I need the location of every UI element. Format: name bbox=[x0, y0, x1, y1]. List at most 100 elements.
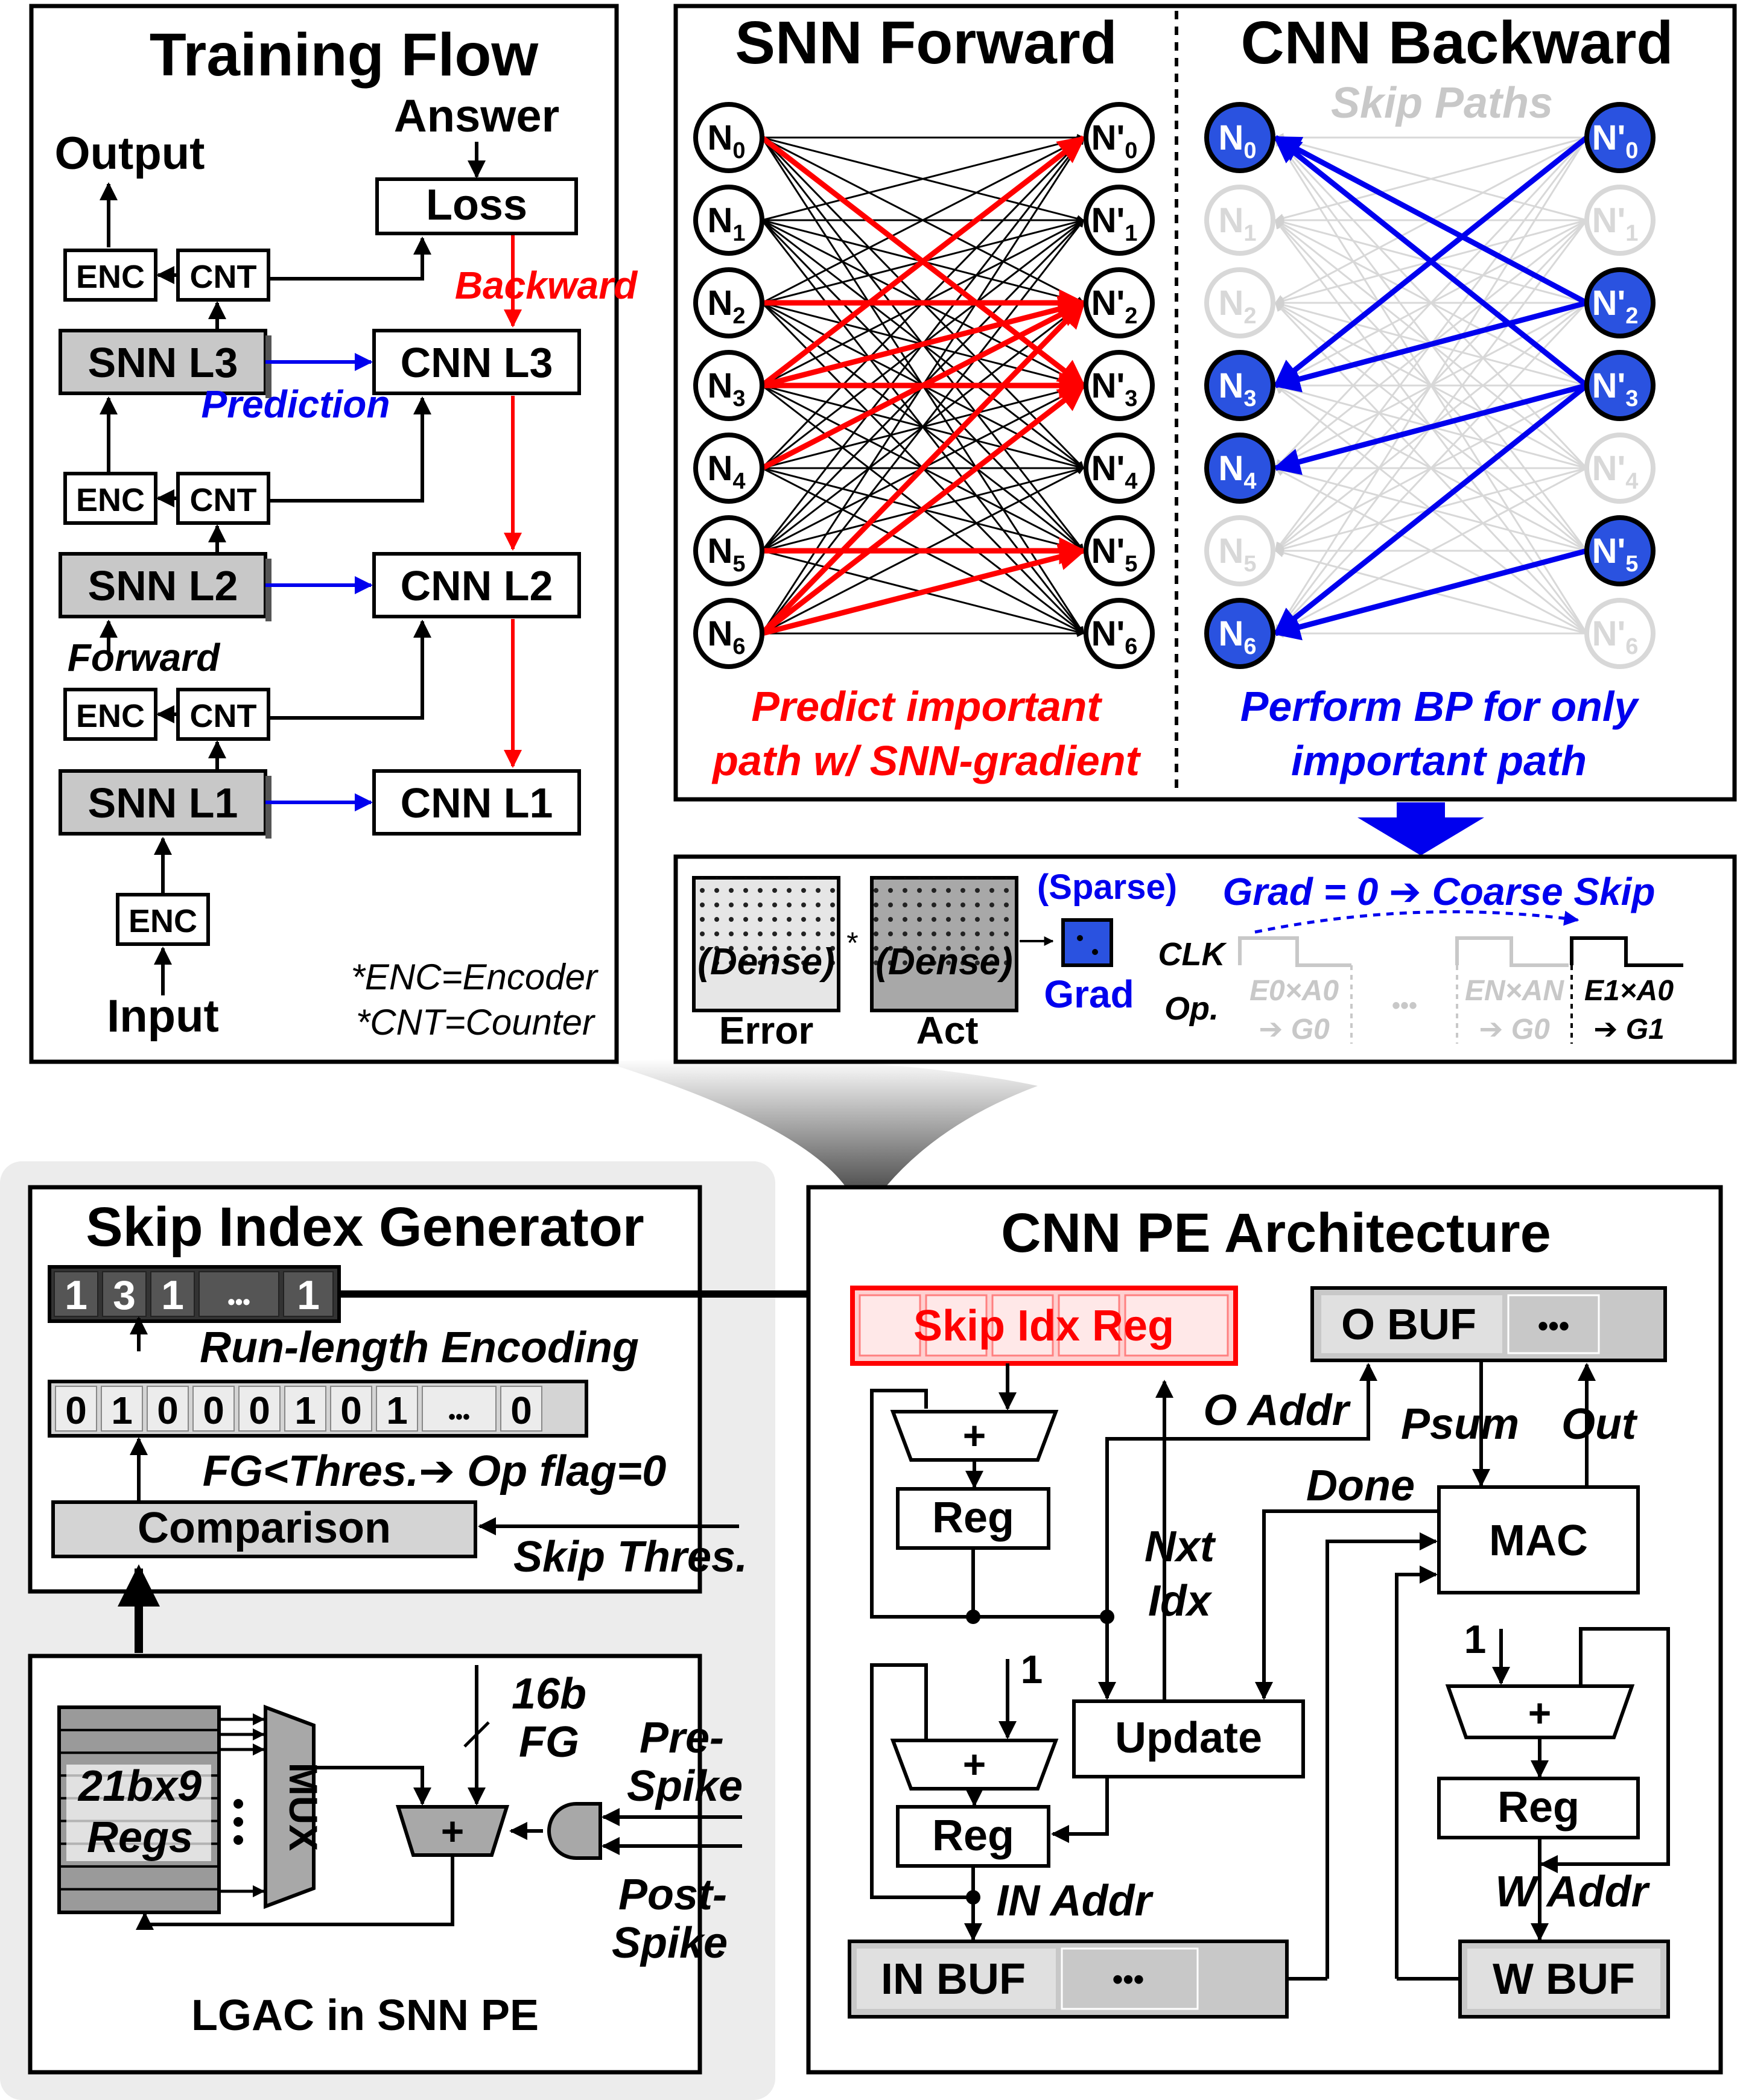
op-flag-value: 0 bbox=[65, 1389, 87, 1432]
backward-important-edge bbox=[1273, 135, 1589, 388]
rle-value: 1 bbox=[65, 1272, 87, 1318]
training-flow-panel: Training Flow Answer Output Loss ENC CNT… bbox=[29, 4, 638, 1064]
backward-right-neuron-label: N'4 bbox=[1592, 449, 1639, 494]
rle-label: Run-length Encoding bbox=[200, 1324, 639, 1372]
sparse-label: (Sparse) bbox=[1037, 868, 1177, 907]
o-buf-ellipsis: ••• bbox=[1538, 1309, 1570, 1343]
input-label: Input bbox=[107, 991, 219, 1042]
done-label: Done bbox=[1306, 1462, 1415, 1510]
post-spike-label-2: Spike bbox=[612, 1919, 728, 1967]
forward-left-neuron-label: N6 bbox=[707, 614, 745, 659]
enc-label-input: ENC bbox=[129, 903, 197, 939]
forward-important-edge bbox=[760, 383, 1086, 636]
o-addr-label: O Addr bbox=[1203, 1386, 1351, 1435]
update-label: Update bbox=[1115, 1714, 1262, 1762]
post-spike-label-1: Post- bbox=[618, 1871, 727, 1919]
adder-1 bbox=[890, 1410, 1059, 1462]
skip-idx-reg-label: Skip Idx Reg bbox=[913, 1302, 1174, 1350]
forward-left-neuron-label: N3 bbox=[707, 366, 745, 411]
error-label: Error bbox=[719, 1009, 814, 1052]
backward-right-neuron bbox=[1584, 267, 1656, 338]
adder-2 bbox=[890, 1739, 1059, 1791]
forward-left-neuron bbox=[693, 350, 764, 421]
mux-label: MUX bbox=[281, 1763, 326, 1851]
forward-left-neuron bbox=[693, 515, 764, 586]
op-flag-value: 0 bbox=[157, 1389, 179, 1432]
lgac-panel: 21bx9 Regs MUX + 16b FG Pre- Spike Post-… bbox=[28, 1654, 743, 2075]
backward-right-neuron bbox=[1584, 102, 1656, 173]
backward-left-neuron-label: N3 bbox=[1218, 366, 1256, 411]
answer-label: Answer bbox=[394, 90, 560, 142]
backward-left-neuron bbox=[1204, 598, 1275, 669]
o-buf-label: O BUF bbox=[1341, 1301, 1476, 1349]
op-ellipsis: ••• bbox=[1392, 992, 1417, 1019]
cnt-label-1: CNT bbox=[190, 698, 257, 734]
forward-right-neuron-label: N'5 bbox=[1091, 531, 1138, 577]
reg-2-label: Reg bbox=[932, 1812, 1014, 1860]
backward-left-neuron-label: N2 bbox=[1218, 284, 1256, 329]
forward-left-neuron bbox=[693, 102, 764, 173]
cnt-box-1 bbox=[176, 688, 270, 741]
mux-shape bbox=[264, 1704, 316, 1909]
op-0-bottom: ➔ G0 bbox=[1259, 1014, 1330, 1045]
op-flag-value: 0 bbox=[203, 1389, 224, 1432]
multiply-sign: * bbox=[846, 926, 858, 960]
clk-label: CLK bbox=[1158, 936, 1228, 972]
op-2-bottom: ➔ G1 bbox=[1593, 1014, 1665, 1045]
idx-label: Idx bbox=[1148, 1577, 1213, 1625]
coarse-skip-label: Grad = 0 ➔ Coarse Skip bbox=[1222, 870, 1655, 913]
in-buf-label: IN BUF bbox=[881, 1955, 1026, 2003]
grad-label: Grad bbox=[1044, 972, 1134, 1016]
in-incr-one: 1 bbox=[1021, 1647, 1043, 1692]
cnn-pe-title: CNN PE Architecture bbox=[1001, 1202, 1551, 1264]
backward-left-neuron-label: N5 bbox=[1218, 531, 1256, 577]
backward-skip-edge bbox=[1274, 302, 1588, 635]
backward-skip-edge bbox=[1274, 136, 1588, 469]
forward-edge bbox=[761, 136, 1085, 304]
backward-left-neuron bbox=[1204, 185, 1275, 256]
cnn-caption-2: important path bbox=[1291, 737, 1587, 784]
lgac-title: LGAC in SNN PE bbox=[191, 1991, 539, 2040]
op-flag-value: 0 bbox=[249, 1389, 270, 1432]
op-flag-value: 1 bbox=[294, 1389, 316, 1432]
enc-label-1: ENC bbox=[76, 698, 145, 734]
backward-right-neuron-label: N'1 bbox=[1592, 201, 1639, 246]
out-label: Out bbox=[1561, 1400, 1638, 1448]
backward-left-neuron bbox=[1204, 102, 1275, 173]
and-gate bbox=[547, 1802, 602, 1860]
backward-left-neuron-label: N1 bbox=[1218, 201, 1256, 246]
forward-left-neuron-label: N5 bbox=[707, 531, 745, 577]
snn-forward-title: SNN Forward bbox=[735, 9, 1117, 77]
forward-edge bbox=[761, 220, 1085, 634]
forward-right-neuron bbox=[1084, 102, 1155, 173]
forward-edge bbox=[761, 135, 1085, 221]
enc-box-2 bbox=[63, 472, 157, 525]
enc-box-input bbox=[116, 893, 210, 946]
grad-matrix bbox=[1061, 918, 1113, 967]
rle-value: 1 bbox=[161, 1272, 184, 1318]
cnt-box-3 bbox=[176, 249, 270, 302]
w-incr-one: 1 bbox=[1464, 1617, 1487, 1661]
skip-thres-label: Skip Thres. bbox=[513, 1533, 748, 1581]
forward-left-neuron-label: N1 bbox=[707, 201, 745, 246]
update-box bbox=[1072, 1699, 1305, 1778]
skip-paths-label: Skip Paths bbox=[1331, 79, 1553, 127]
forward-left-neuron bbox=[693, 433, 764, 504]
regs-label-2: Regs bbox=[87, 1813, 193, 1862]
rle-value: 1 bbox=[297, 1272, 320, 1318]
forward-important-edge bbox=[760, 300, 1087, 471]
forward-important-edge bbox=[761, 544, 1087, 636]
clock-waveform-active bbox=[1570, 936, 1683, 967]
regs-label-1: 21bx9 bbox=[77, 1762, 202, 1810]
backward-right-neuron-label: N'2 bbox=[1592, 284, 1639, 329]
backward-left-neuron bbox=[1204, 515, 1275, 586]
backward-skip-edge bbox=[1274, 467, 1587, 635]
sig-title: Skip Index Generator bbox=[86, 1196, 644, 1258]
enc-label-3: ENC bbox=[76, 259, 145, 295]
pre-spike-label-2: Spike bbox=[627, 1762, 743, 1810]
